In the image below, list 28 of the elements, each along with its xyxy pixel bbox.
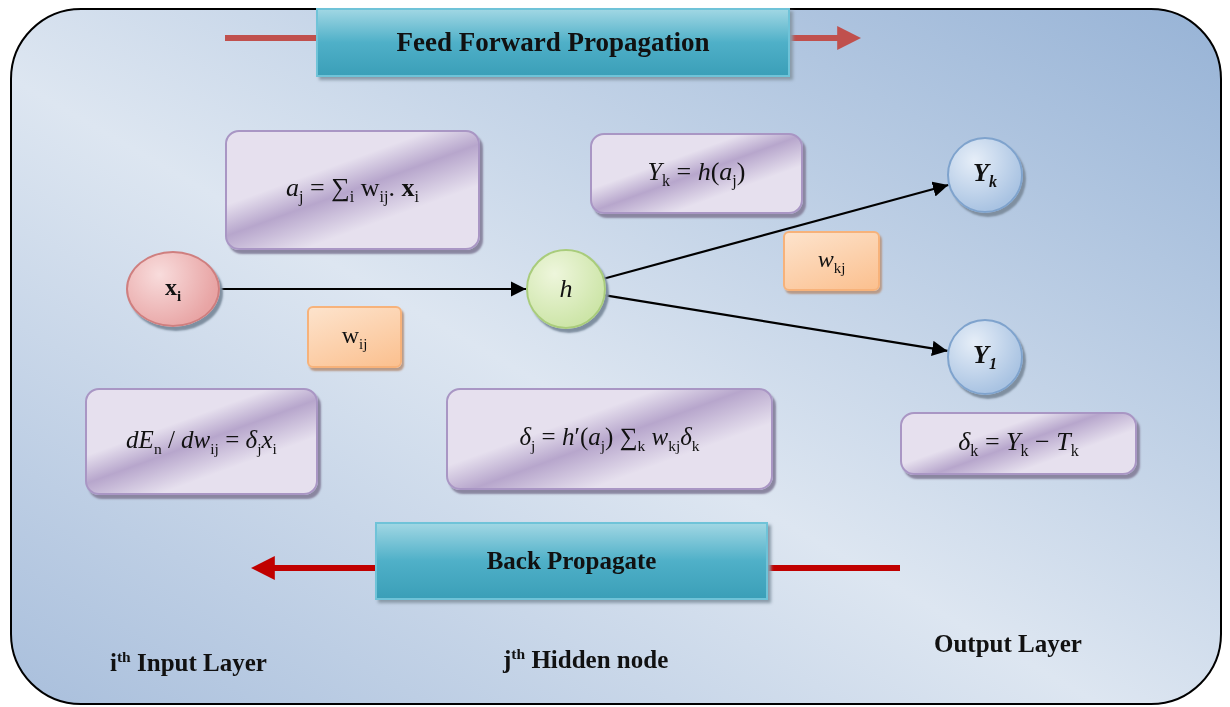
banner [316,8,790,77]
formula: dE$_{n}$ / dw$_{ij}$ = δ$_{j}$x$_{i}$ [126,425,277,458]
arrow [604,181,949,280]
formula-box [446,388,773,490]
weight-label: w$_{kj}$ [817,245,846,277]
formula-box [900,412,1137,475]
layer-label: i$^{th}$ Input Layer [110,648,267,678]
weight-box [307,306,402,368]
layer-label: Output Layer [934,630,1082,658]
formula: a$_{j}$ = ∑$_{i}$ w$_{ij}$. x$_{i}$ [286,173,419,207]
node-label: h [559,274,573,304]
banner [375,522,768,600]
node-label: Y$_{1}$ [973,340,997,374]
formula-box [590,133,803,214]
banner-title: Back Propagate [486,547,657,575]
arrow [605,294,948,357]
formula-box [225,130,480,250]
arrow [220,281,526,297]
formula-box [85,388,318,495]
formula: δ$_{k}$ = Y$_{k}$ − T$_{k}$ [958,426,1079,461]
formula: Y$_{k}$ = h(a$_{j}$) [647,156,746,191]
layer-label: j$^{th}$ Hidden node [503,645,669,675]
formula: δ$_{j}$ = h′(a$_{j}$) ∑$_{k}$ w$_{kj}$δ$_{k}$ [519,423,700,455]
node-label: x$_{i}$ [164,273,182,305]
weight-box [783,231,880,291]
banner-title: Feed Forward Propagation [396,27,710,58]
weight-label: w$_{ij}$ [341,321,368,353]
node-label: Y$_{k}$ [973,158,997,192]
